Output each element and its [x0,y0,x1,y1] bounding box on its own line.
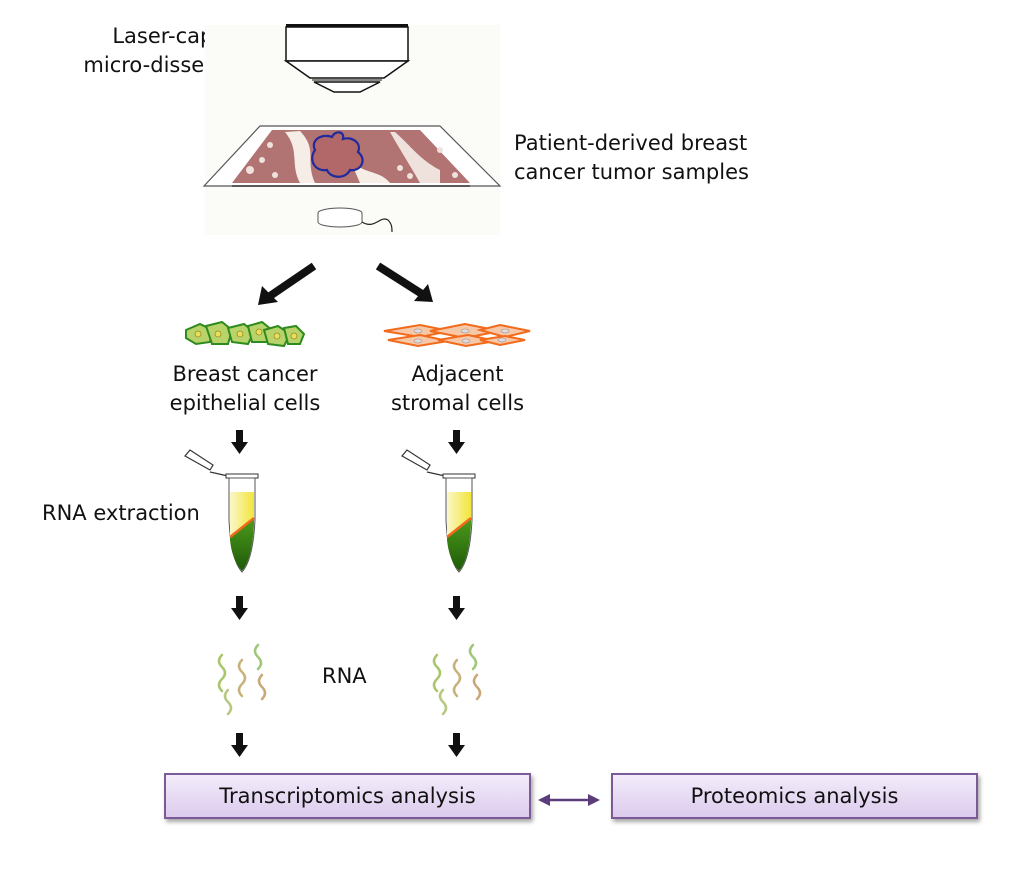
epithelial-cells-icon [185,320,306,348]
epithelial-label-line2: epithelial cells [169,391,321,415]
epithelial-label-line1: Breast cancer [172,362,318,386]
tube-stromal-icon [401,449,476,573]
rna-label: RNA [322,664,367,688]
samples-label-line2: cancer tumor samples [514,160,749,184]
tube-epithelial-icon [184,449,259,573]
stromal-label: Adjacent stromal cells [360,360,555,418]
collection-cap-icon [317,207,393,233]
proteomics-analysis-box: Proteomics analysis [611,773,978,819]
proteomics-label: Proteomics analysis [690,784,899,808]
rna-extraction-label: RNA extraction [42,501,200,525]
rna-strands-epithelial-icon [217,643,267,716]
tissue-slide-icon [202,125,502,187]
samples-label-line1: Patient-derived breast [514,131,748,155]
bidirectional-arrow-icon [538,794,600,806]
stromal-label-line2: stromal cells [390,391,525,415]
transcriptomics-analysis-box: Transcriptomics analysis [164,773,531,819]
down-arrow-icon [231,430,465,757]
transcriptomics-label: Transcriptomics analysis [219,784,476,808]
stromal-label-line1: Adjacent [411,362,504,386]
microscope-objective-icon [283,24,411,93]
branch-arrow-left-icon [258,262,317,305]
epithelial-label: Breast cancer epithelial cells [140,360,350,418]
stromal-cells-icon [383,322,531,348]
rna-strands-stromal-icon [432,643,482,716]
tumor-outline [311,131,364,178]
samples-label: Patient-derived breast cancer tumor samp… [514,129,814,187]
branch-arrow-right-icon [375,262,433,302]
